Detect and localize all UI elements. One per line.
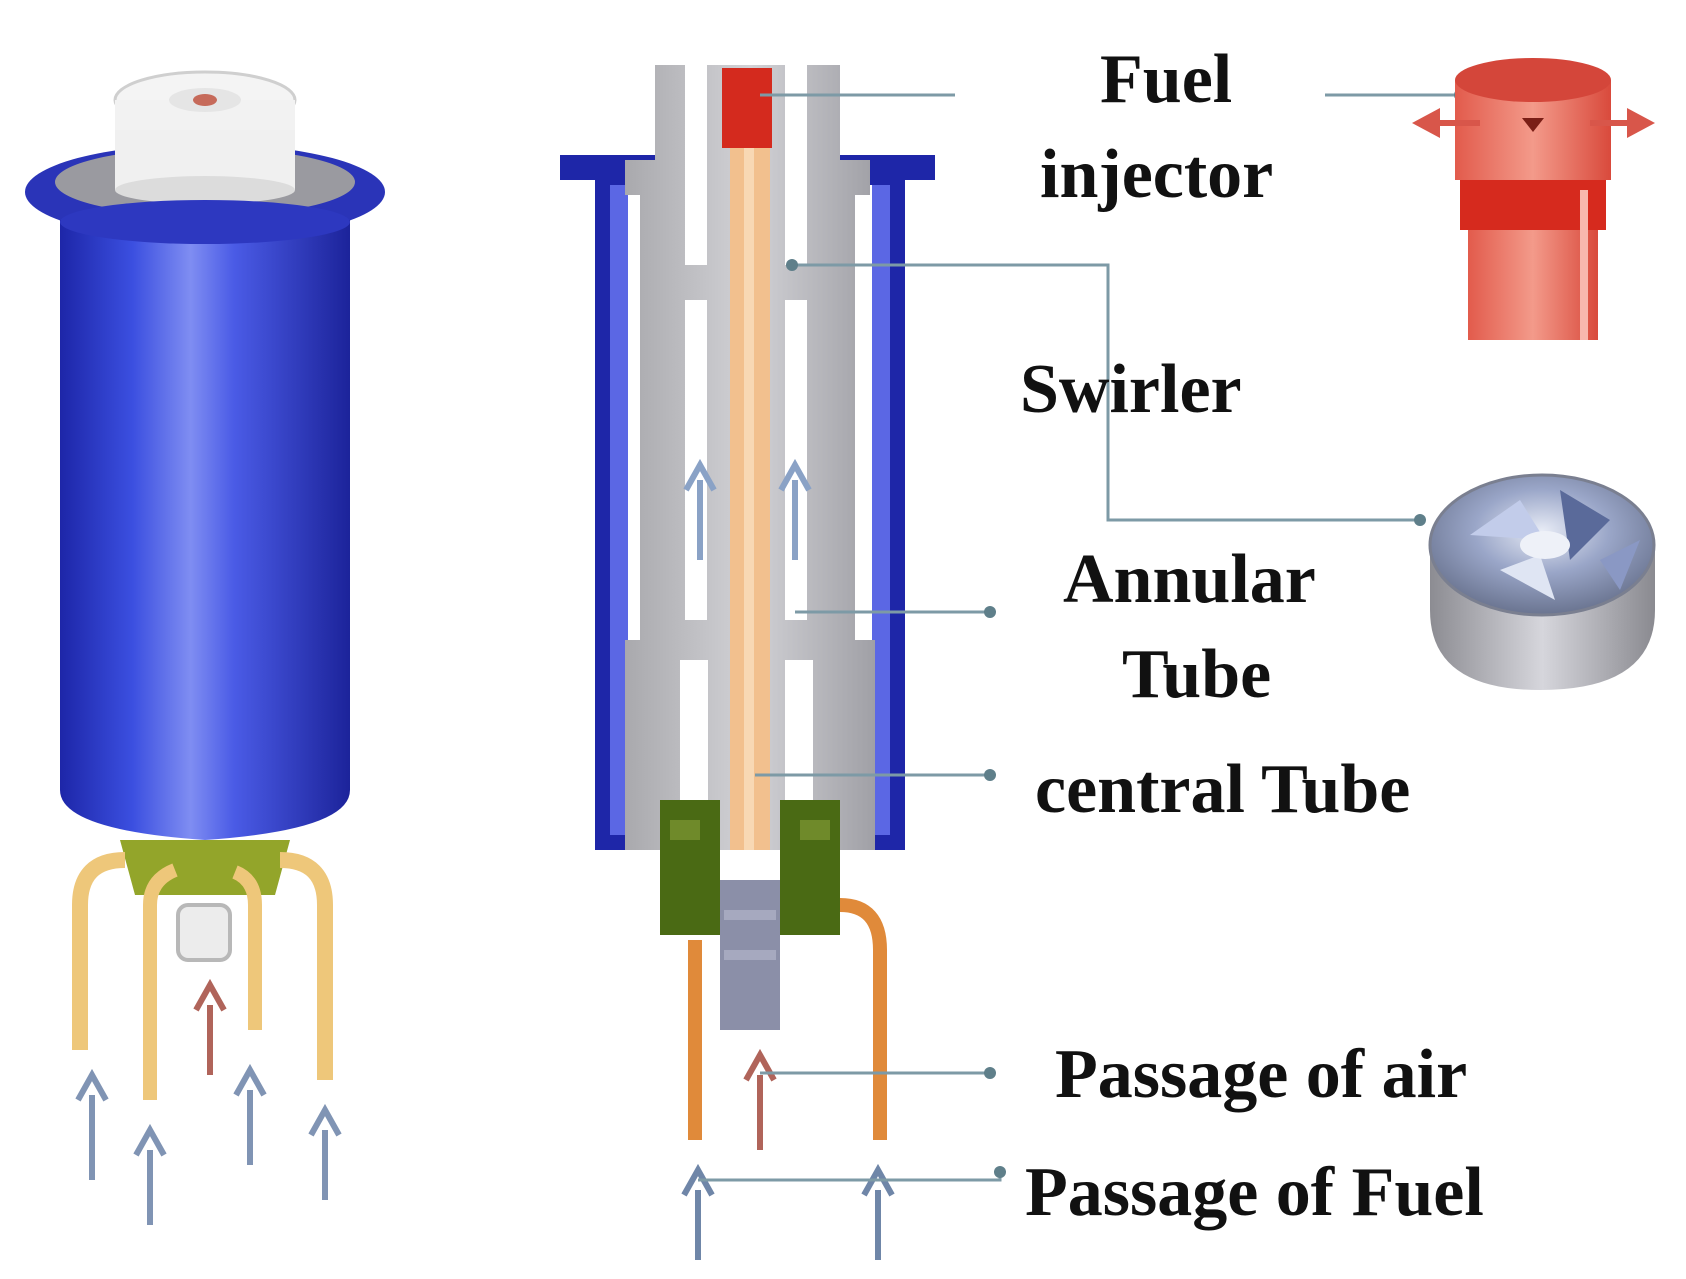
label-central-tube: central Tube <box>1035 755 1410 825</box>
combustor-3d-view <box>25 72 385 1225</box>
label-annular: Annular <box>1063 545 1316 615</box>
leader-passage-fuel <box>698 1172 1000 1180</box>
label-fuel: Fuel <box>1100 45 1232 115</box>
label-swirler: Swirler <box>1020 355 1242 425</box>
label-injector: injector <box>1040 140 1273 210</box>
label-passage-fuel: Passage of Fuel <box>1025 1158 1484 1228</box>
fuel-injector-icon <box>1412 58 1655 340</box>
label-passage-air: Passage of air <box>1055 1040 1467 1110</box>
label-tube: Tube <box>1122 640 1271 710</box>
swirler-icon <box>1430 475 1655 690</box>
combustor-cross-section <box>560 65 935 1260</box>
